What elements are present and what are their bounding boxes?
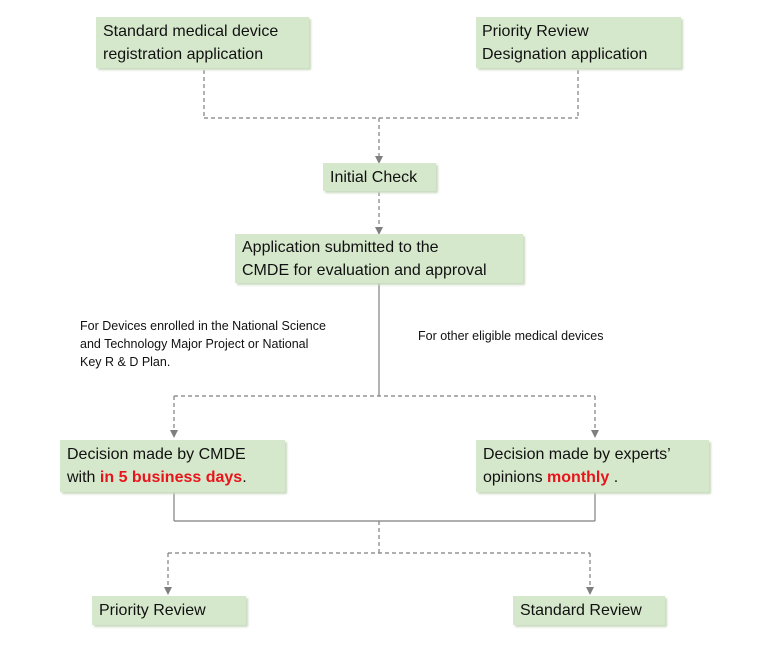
decision-experts-line2-suffix: . [609, 469, 619, 486]
decision-experts-line2: opinions monthly . [483, 466, 709, 489]
note-left-line3: Key R & D Plan. [80, 355, 171, 369]
decision-cmde-line2: with in 5 business days. [67, 466, 285, 489]
priority-review-box: Priority Review [92, 596, 246, 625]
decision-cmde-highlight: in 5 business days [99, 469, 243, 486]
priority-review-label: Priority Review [99, 602, 206, 619]
priority-application-box: Priority Review Designation application [476, 17, 681, 68]
decision-cmde-line1: Decision made by CMDE [67, 446, 246, 463]
standard-application-box: Standard medical device registration app… [96, 17, 309, 68]
decision-cmde-box: Decision made by CMDE with in 5 business… [60, 440, 285, 492]
note-left: For Devices enrolled in the National Sci… [80, 317, 326, 371]
initial-check-label: Initial Check [330, 169, 418, 186]
note-right: For other eligible medical devices [418, 327, 604, 345]
submitted-line1: Application submitted to the [242, 239, 439, 256]
note-left-line1: For Devices enrolled in the National Sci… [80, 319, 326, 333]
decision-experts-highlight: monthly [547, 469, 610, 486]
standard-application-line1: Standard medical device [103, 23, 279, 40]
decision-cmde-line2-suffix: . [242, 469, 247, 486]
note-left-line2: and Technology Major Project or National [80, 337, 309, 351]
decision-experts-box: Decision made by experts’ opinions month… [476, 440, 709, 492]
standard-review-box: Standard Review [513, 596, 665, 625]
decision-cmde-line2-prefix: with [67, 469, 100, 486]
note-right-line1: For other eligible medical devices [418, 329, 604, 343]
priority-application-line2: Designation application [482, 46, 648, 63]
priority-application-line1: Priority Review [482, 23, 589, 40]
submitted-line2: CMDE for evaluation and approval [242, 262, 487, 279]
decision-experts-line1: Decision made by experts’ [483, 446, 671, 463]
submitted-box: Application submitted to the CMDE for ev… [235, 234, 523, 283]
initial-check-box: Initial Check [323, 163, 436, 191]
standard-application-line2: registration application [103, 46, 264, 63]
decision-experts-line2-prefix: opinions [483, 469, 548, 486]
standard-review-label: Standard Review [520, 602, 642, 619]
